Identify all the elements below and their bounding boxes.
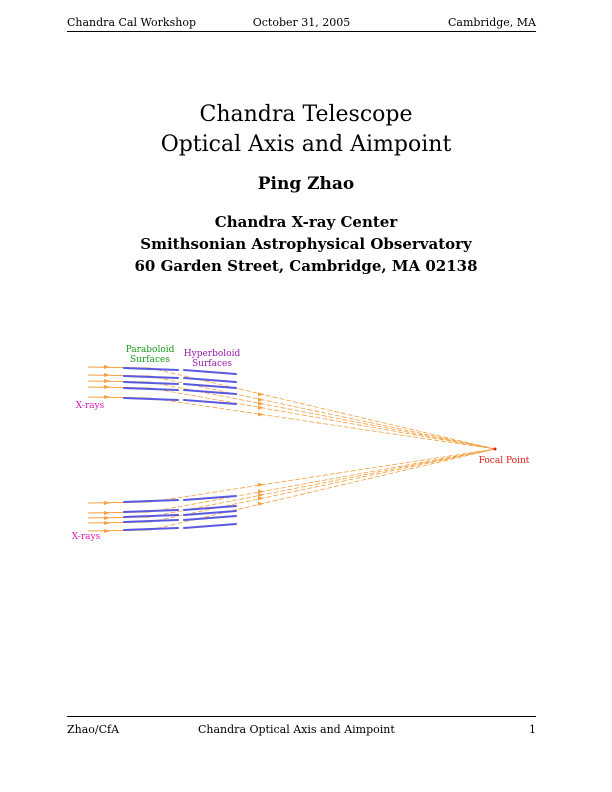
author-name: Ping Zhao [257,174,355,194]
hyperboloid-shell-top-0 [183,369,237,375]
header-workshop: Chandra Cal Workshop [67,16,196,29]
page-number: 1 [529,723,536,736]
hyperboloid-shell-bottom-0 [183,495,237,501]
reflected-ray-bottom-3 [149,448,496,523]
telescope-optics-diagram: Paraboloid Surfaces Hyperboloid Surfaces… [72,345,530,542]
reflected-ray-bottom-0 [149,448,496,503]
hyperboloid-shell-bottom-2 [183,510,237,516]
footer-title: Chandra Optical Axis and Aimpoint [198,723,395,736]
footer-author: Zhao/CfA [67,723,120,736]
affiliation-line-2: Smithsonian Astrophysical Observatory [140,235,472,253]
paraboloid-shell-top-2 [123,381,179,385]
header-location: Cambridge, MA [447,16,536,29]
xray-paths [87,366,496,532]
paraboloid-shell-bottom-0 [123,499,179,503]
reflected-ray-top-4 [149,397,496,450]
paraboloid-shell-top-0 [123,367,179,371]
page-title: Chandra Telescope Optical Axis and Aimpo… [0,100,612,160]
ray-arrow-out-bottom-2 [258,492,264,497]
header-rule [67,31,536,32]
footer-rule [67,716,536,717]
reflected-ray-top-2 [149,381,496,450]
hyperboloid-shell-top-1 [183,377,237,383]
title-line-2: Optical Axis and Aimpoint [160,132,452,157]
xrays-label-bottom: X-rays [72,532,101,542]
affiliation-line-1: Chandra X-ray Center [214,213,398,231]
ray-arrow-in-top-1 [104,373,110,377]
hyperboloid-shell-top-4 [183,399,237,405]
reflected-ray-bottom-2 [149,448,496,518]
ray-arrow-in-top-0 [104,365,110,369]
ray-arrow-in-top-3 [104,385,110,389]
ray-arrow-out-top-0 [258,392,264,397]
hyperboloid-shell-bottom-4 [183,523,237,529]
ray-arrow-in-bottom-1 [104,511,110,515]
paraboloid-shell-bottom-3 [123,519,179,523]
hyperboloid-shell-top-3 [183,389,237,395]
hyperboloid-shell-top-2 [183,383,237,389]
paraboloid-shell-bottom-4 [123,527,179,531]
reflected-ray-top-1 [149,375,496,450]
hyperboloid-shell-bottom-1 [183,505,237,511]
page-header: Chandra Cal Workshop October 31, 2005 Ca… [67,16,536,30]
ray-arrow-in-top-4 [104,395,110,399]
ray-arrow-in-bottom-0 [104,501,110,505]
ray-arrow-in-top-2 [104,379,110,383]
ray-arrow-out-bottom-4 [258,501,264,506]
header-date: October 31, 2005 [252,16,351,29]
ray-arrow-in-bottom-4 [104,529,110,533]
focal-point-label: Focal Point [479,456,530,466]
title-line-1: Chandra Telescope [199,102,413,127]
hyperboloid-label: Hyperboloid [184,349,241,359]
hyperboloid-shell-bottom-3 [183,515,237,521]
ray-arrow-out-bottom-3 [258,496,264,501]
paraboloid-shell-top-1 [123,375,179,379]
ray-arrow-in-bottom-2 [104,516,110,520]
focal-point-marker [493,447,497,451]
ray-arrow-out-top-4 [258,412,264,417]
hyperboloid-surfaces-label: Surfaces [192,359,232,369]
ray-arrow-out-top-1 [258,397,264,402]
ray-arrow-out-bottom-1 [258,489,264,494]
affiliation-line-3: 60 Garden Street, Cambridge, MA 02138 [134,257,478,275]
paraboloid-shell-bottom-2 [123,514,179,518]
paraboloid-label: Paraboloid [126,345,175,355]
ray-arrow-out-bottom-0 [258,482,264,487]
reflected-ray-bottom-4 [149,448,496,531]
paraboloid-surfaces-label: Surfaces [130,355,170,365]
page-footer: Zhao/CfA Chandra Optical Axis and Aimpoi… [67,723,536,737]
reflected-ray-top-3 [149,387,496,450]
affiliation: Chandra X-ray Center Smithsonian Astroph… [0,211,612,277]
xrays-label-top: X-rays [76,401,105,411]
reflected-ray-bottom-1 [149,448,496,513]
reflected-ray-top-0 [149,367,496,450]
ray-arrow-out-top-3 [258,405,264,410]
paraboloid-shell-bottom-1 [123,509,179,513]
paraboloid-shell-top-4 [123,397,179,401]
ray-arrows [104,365,497,533]
ray-arrow-out-top-2 [258,401,264,406]
paraboloid-shell-top-3 [123,387,179,391]
ray-arrow-in-bottom-3 [104,521,110,525]
mirror-surfaces [123,367,237,531]
